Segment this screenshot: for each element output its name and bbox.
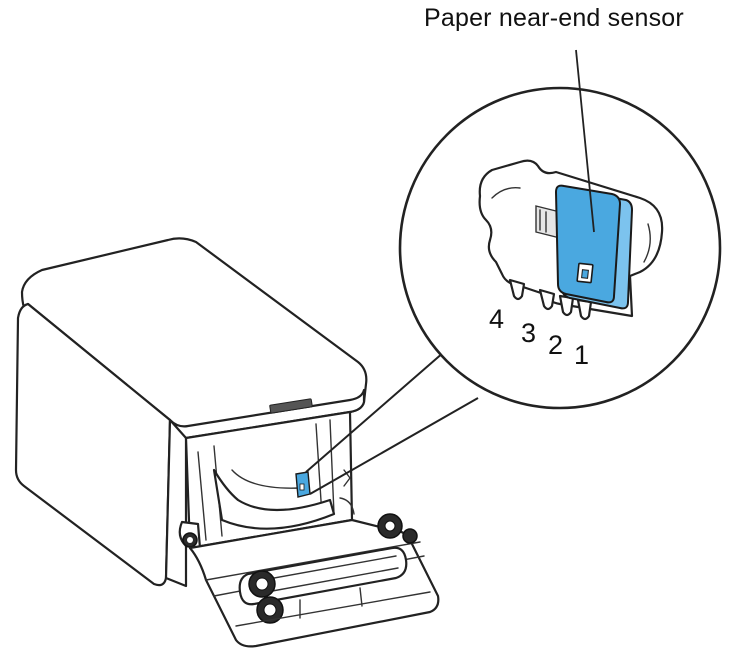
sensor-callout-label: Paper near-end sensor [424, 4, 684, 33]
position-tab-1 [578, 300, 591, 319]
position-label-2: 2 [548, 330, 563, 361]
position-label-1: 1 [574, 340, 589, 371]
position-label-3: 3 [521, 318, 536, 349]
sensor-large-face [556, 186, 620, 303]
position-label-4: 4 [489, 304, 504, 335]
sensor-small [296, 472, 310, 497]
